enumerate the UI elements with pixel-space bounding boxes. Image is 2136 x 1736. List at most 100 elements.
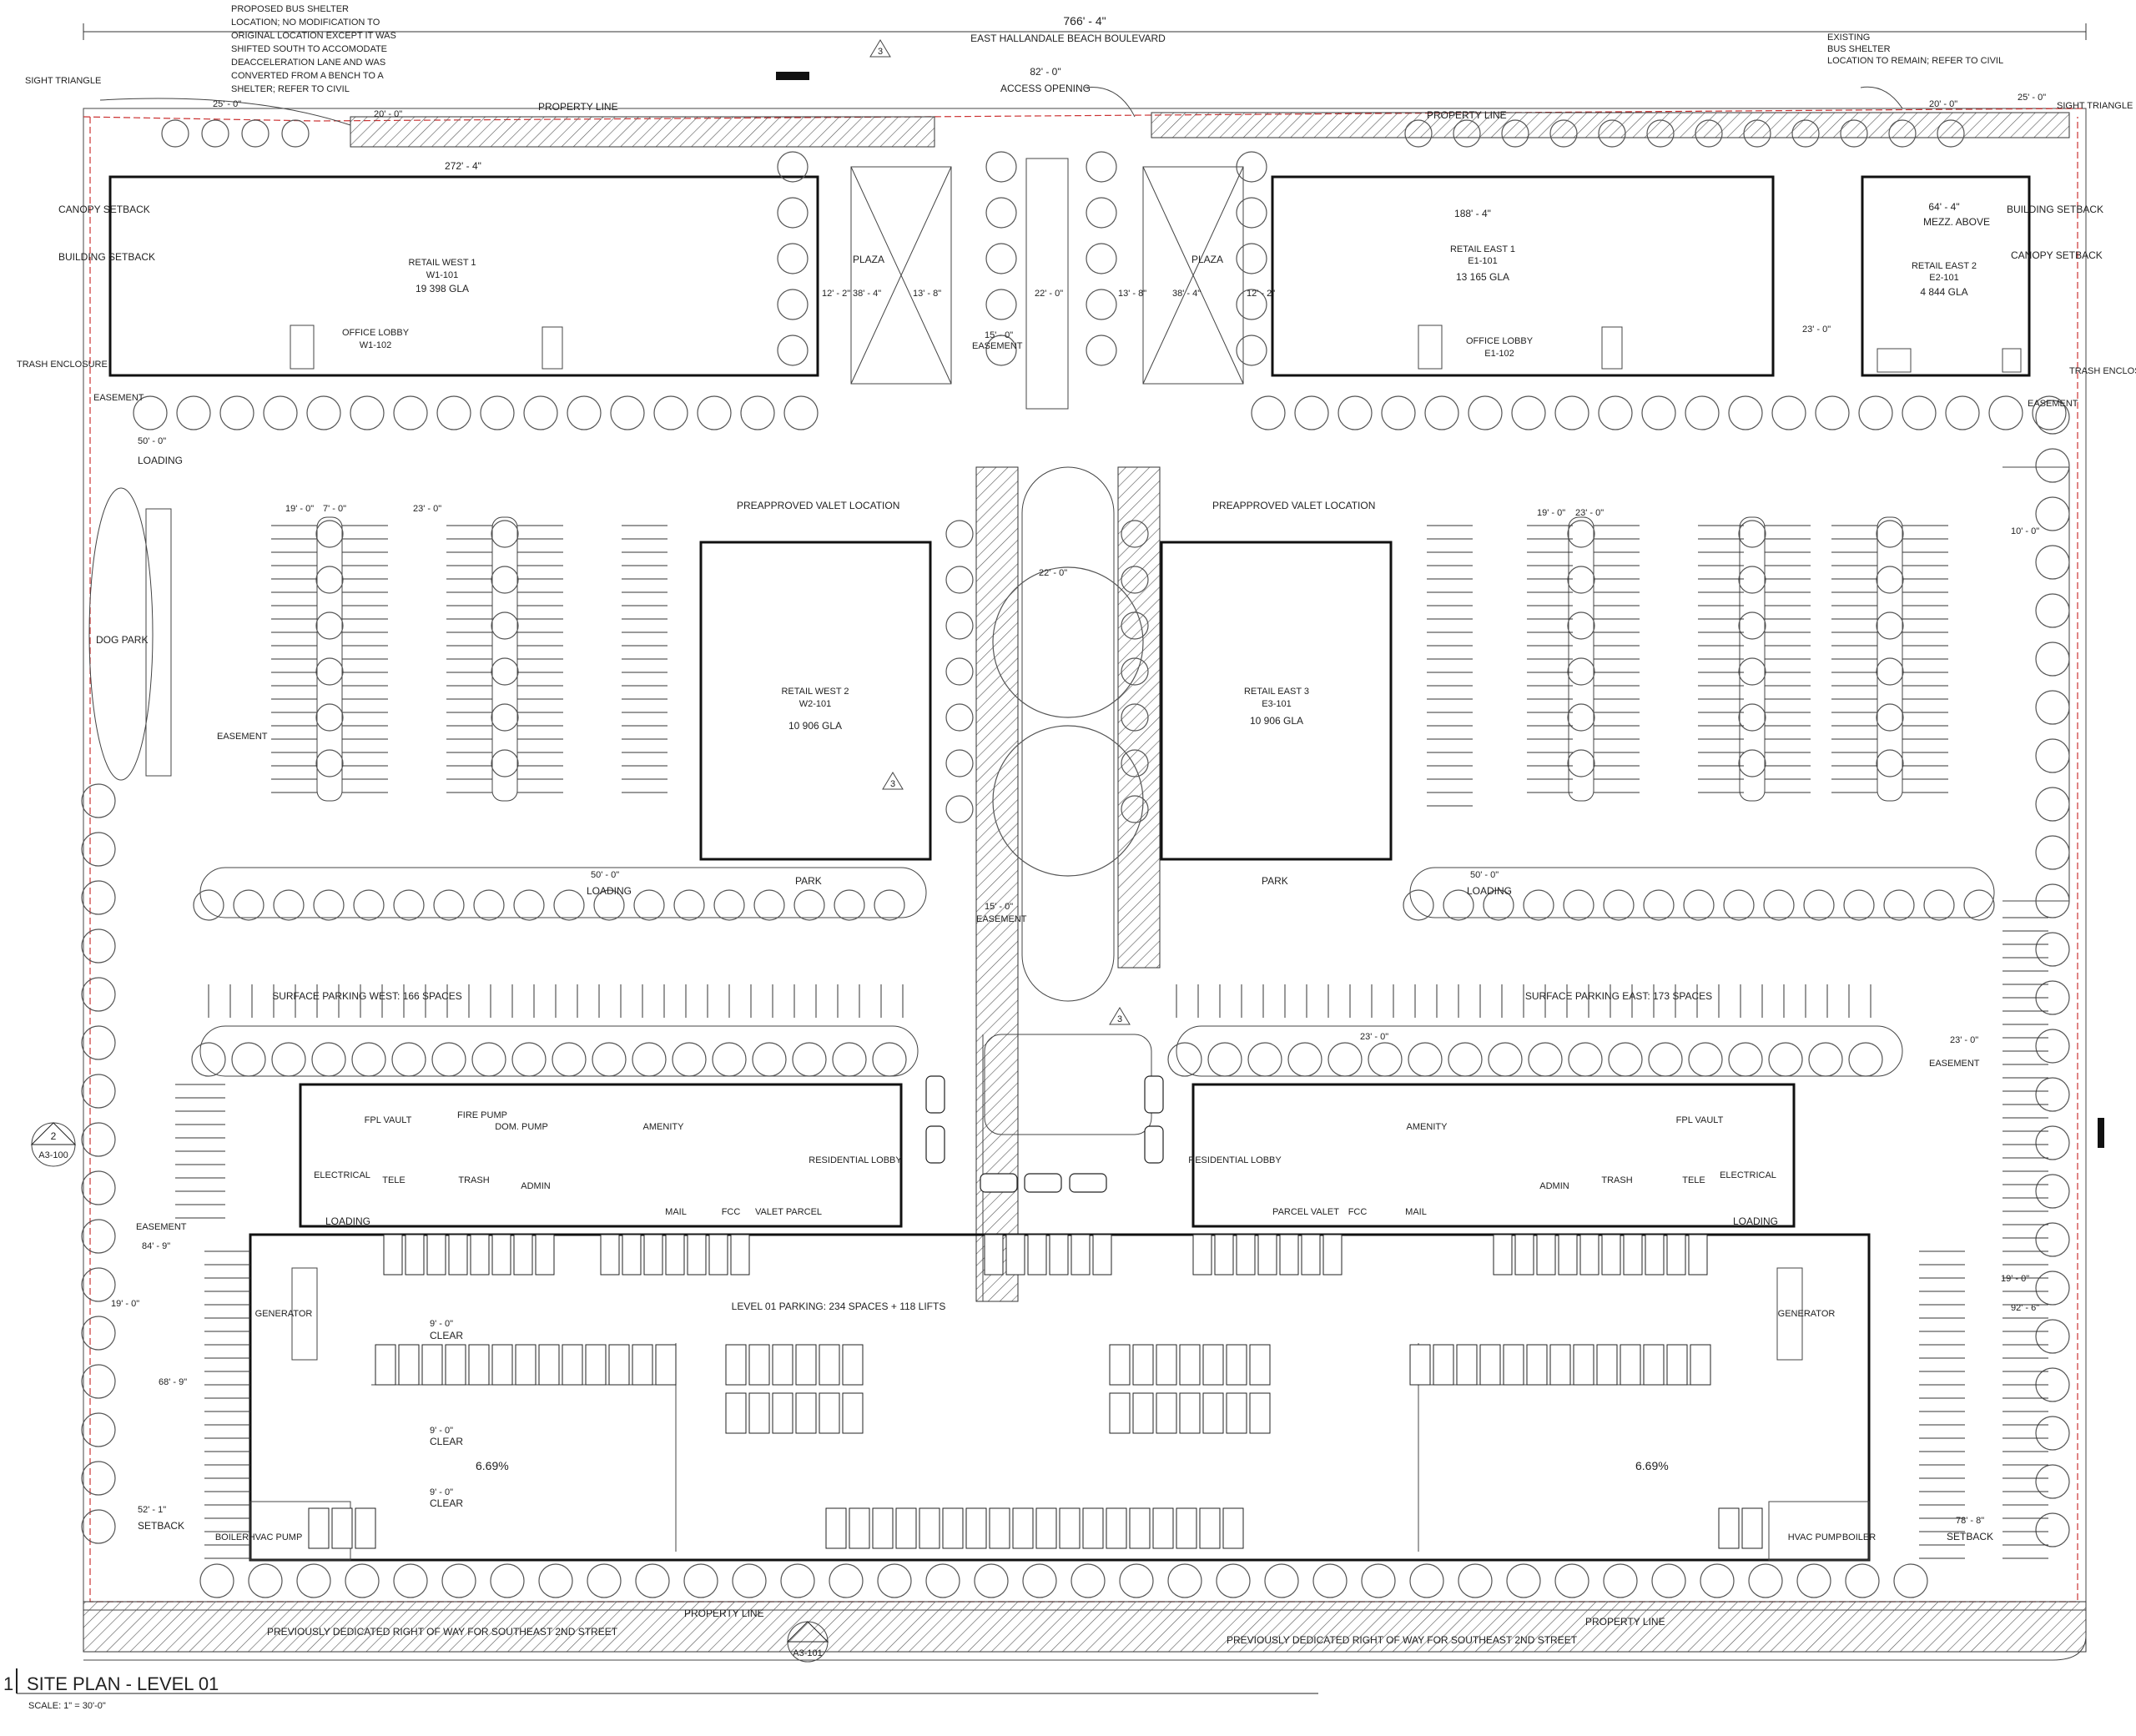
tree	[752, 1042, 787, 1077]
tree	[271, 1042, 306, 1077]
park-e: PARK	[1262, 875, 1288, 887]
dim-19-e: 19' - 0"	[1537, 508, 1565, 518]
tree	[1603, 1563, 1638, 1598]
dim-19-w: 19' - 0"	[285, 504, 314, 514]
lift-stall	[383, 1234, 403, 1276]
tree	[1247, 1042, 1282, 1077]
lift-stall	[1176, 1507, 1197, 1549]
dim-50-nw: 50' - 0"	[138, 436, 166, 446]
lift-stall	[1526, 1344, 1548, 1386]
lift-stall	[1202, 1344, 1224, 1386]
lift-stall	[1012, 1507, 1034, 1549]
tree	[81, 928, 116, 964]
lift-stall	[1109, 1392, 1131, 1434]
dim-15-n: 15' - 0"	[985, 330, 1013, 340]
tree	[1738, 703, 1766, 732]
sight-triangle-w: SIGHT TRIANGLE	[25, 76, 101, 86]
admin-e: ADMIN	[1539, 1181, 1569, 1191]
landscape-trees	[81, 119, 2070, 1598]
tree	[81, 1267, 116, 1302]
tree	[1022, 1563, 1057, 1598]
tree	[273, 889, 305, 921]
plaza-w: PLAZA	[853, 254, 884, 265]
dim-78: 78' - 8"	[1956, 1516, 1984, 1526]
lift-stall	[1643, 1344, 1665, 1386]
tree	[2035, 496, 2070, 531]
tree	[263, 395, 298, 430]
tree	[2035, 593, 2070, 628]
lift-stall	[872, 1507, 894, 1549]
lift-stall	[1301, 1234, 1321, 1276]
tree	[1563, 889, 1594, 921]
south-right-of-way	[83, 1601, 2087, 1661]
tree	[1071, 1563, 1106, 1598]
tree	[2035, 738, 2070, 773]
park-w: PARK	[795, 875, 822, 887]
lift-stall	[1027, 1234, 1047, 1276]
re3-name: RETAIL EAST 3	[1244, 687, 1309, 697]
lift-stall	[725, 1344, 747, 1386]
tree	[1902, 395, 1937, 430]
dim-50-e: 50' - 0"	[1470, 870, 1499, 880]
clear-3: CLEAR	[430, 1497, 463, 1509]
tree	[133, 395, 168, 430]
lift-stall	[1573, 1344, 1594, 1386]
tree	[391, 1042, 426, 1077]
lift-stall	[1688, 1234, 1708, 1276]
section-2-number: 2	[51, 1130, 57, 1142]
building-setback-w: BUILDING SETBACK	[58, 251, 155, 263]
setback-se: SETBACK	[1947, 1531, 1993, 1542]
tree	[193, 889, 224, 921]
tree	[1763, 889, 1795, 921]
tree	[2035, 545, 2070, 580]
building-retail-east-3	[1160, 541, 1393, 861]
mezz-above: MEZZ. ABOVE	[1923, 216, 1990, 228]
sight-triangle-e: SIGHT TRIANGLE	[2057, 101, 2133, 111]
valet-w: PREAPPROVED VALET LOCATION	[737, 500, 899, 511]
tree	[81, 1219, 116, 1254]
central-drive	[975, 466, 1161, 1302]
tree	[1598, 119, 1626, 148]
tree	[1121, 657, 1149, 686]
drawing-title: SITE PLAN - LEVEL 01	[27, 1673, 219, 1694]
tree	[732, 1563, 767, 1598]
canopy-setback-w: CANOPY SETBACK	[58, 204, 150, 215]
tree	[1121, 520, 1149, 548]
tree	[281, 119, 310, 148]
lift-stall	[1179, 1344, 1201, 1386]
lift-stall	[1106, 1507, 1127, 1549]
tree	[2035, 1029, 2070, 1064]
tree	[1483, 889, 1514, 921]
dim-22-mid: 22' - 0"	[1039, 568, 1067, 578]
building-retail-east-1	[1271, 175, 1775, 377]
clear-2: CLEAR	[430, 1436, 463, 1447]
ol-e-name: OFFICE LOBBY	[1466, 336, 1534, 346]
tree	[1567, 566, 1595, 594]
dog-park: DOG PARK	[96, 634, 148, 646]
rw2-area: 10 906 GLA	[788, 720, 842, 732]
canopy-setback-e: CANOPY SETBACK	[2011, 249, 2103, 261]
tree	[1361, 1563, 1396, 1598]
lift-stall	[819, 1392, 840, 1434]
tree	[593, 889, 625, 921]
building-retail-west-2	[699, 541, 932, 861]
rev-mark-2: 3	[890, 779, 895, 789]
lift-stall	[448, 1234, 468, 1276]
tree	[511, 1042, 547, 1077]
tree	[552, 1042, 587, 1077]
lift-stall	[513, 1234, 533, 1276]
tree	[491, 703, 519, 732]
tree	[538, 1563, 573, 1598]
property-line-se: PROPERTY LINE	[1585, 1616, 1665, 1628]
tree	[433, 889, 465, 921]
lift-stall	[608, 1344, 630, 1386]
access-dim: 82' - 0"	[1030, 66, 1060, 78]
tree	[2035, 448, 2070, 483]
lift-stall	[1156, 1344, 1177, 1386]
tree	[1848, 1042, 1883, 1077]
tree	[1876, 749, 1904, 777]
tree	[1771, 395, 1806, 430]
lift-stall	[795, 1392, 817, 1434]
lift-stall	[1666, 1344, 1688, 1386]
tree	[1568, 1042, 1603, 1077]
